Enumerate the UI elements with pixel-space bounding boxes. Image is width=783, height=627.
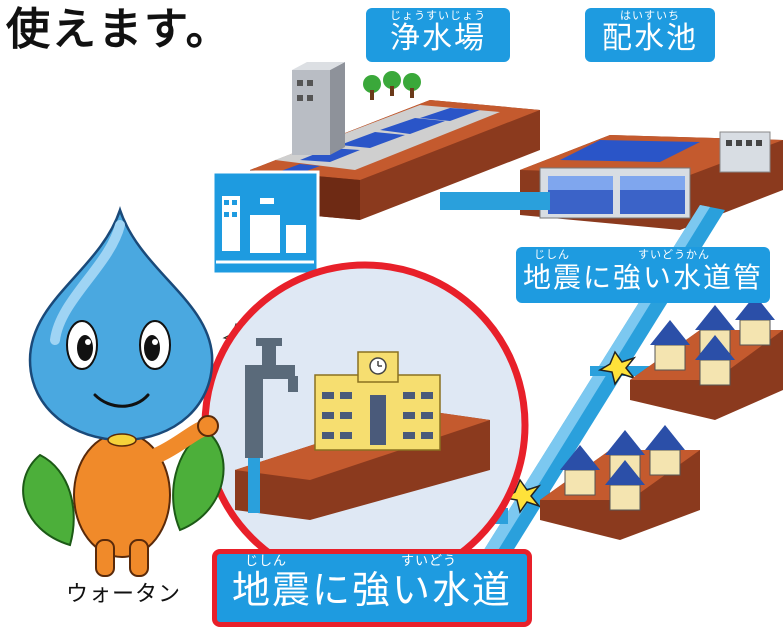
trees	[363, 71, 421, 100]
ruby-pipe-right: すいどうかん	[638, 248, 710, 261]
houses-lower	[540, 425, 700, 540]
label-pipe-text: 地震に強い水道管	[522, 261, 763, 294]
label-school-text: 地震に強い水道	[231, 568, 512, 612]
ruby-school: じしん すいどう	[217, 554, 527, 568]
label-haisui-text: 配水池	[602, 21, 698, 56]
water-treatment-plant	[250, 62, 540, 220]
faucet-icon	[245, 338, 298, 513]
distribution-reservoir	[520, 131, 783, 230]
mascot-watan	[22, 206, 225, 577]
label-josui-text: 浄水場	[390, 21, 486, 56]
ruby-pipe: じしん すいどうかん	[516, 247, 770, 261]
ruby-haisui: はいすいち	[620, 9, 680, 22]
ruby-josui: じょうすいじょう	[390, 9, 486, 22]
school-callout	[201, 261, 529, 589]
pipe-plant-to-reservoir	[440, 192, 550, 210]
ruby-school-left: じしん	[245, 554, 288, 569]
houses-upper	[630, 295, 783, 420]
label-earthquake-resistant-pipe: じしん すいどうかん 地震に強い水道管	[516, 247, 770, 303]
ruby-pipe-left: じしん	[534, 248, 570, 261]
heading-text: 使えます。	[6, 4, 232, 55]
school-building	[314, 351, 441, 451]
label-distribution-reservoir: はいすいち 配水池	[585, 8, 715, 62]
label-water-treatment-plant: じょうすいじょう 浄水場	[366, 8, 510, 62]
ruby-school-right: すいどう	[400, 554, 457, 569]
character-name: ウォータン	[66, 582, 182, 607]
label-earthquake-resistant-water: じしん すいどう 地震に強い水道	[212, 549, 532, 627]
water-tower-icon	[211, 170, 320, 276]
